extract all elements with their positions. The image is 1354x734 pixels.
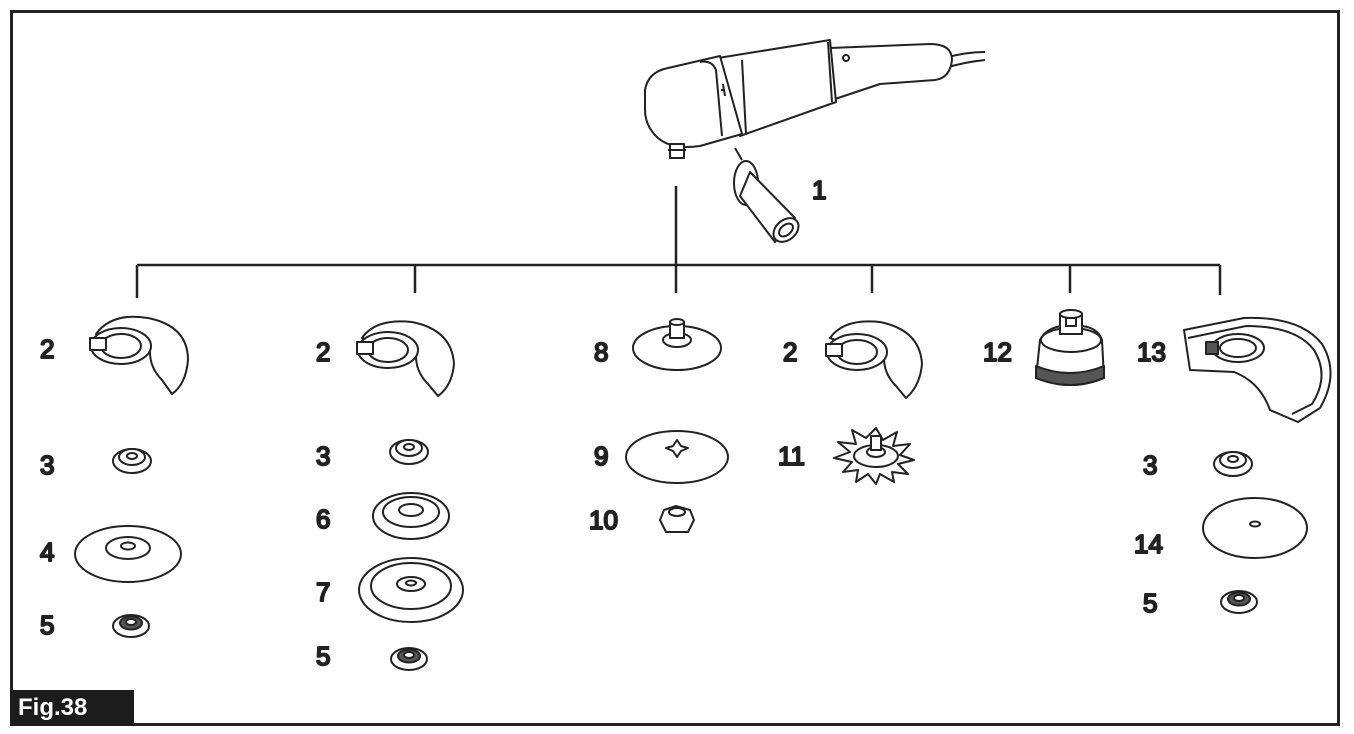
- abrasive-disc-sander: [625, 430, 729, 484]
- depressed-center-wheel: [74, 525, 182, 583]
- wire-wheel: [833, 427, 915, 485]
- label-depressed-center-wheel: 4: [40, 537, 54, 567]
- wheel-guard: [825, 320, 923, 399]
- side-grip: [733, 160, 800, 243]
- lock-nut: [112, 614, 150, 638]
- label-inner-flange: 3: [1143, 450, 1157, 480]
- label-wheel-guard: 2: [783, 337, 797, 367]
- label-lock-nut-sander: 10: [589, 505, 618, 535]
- cut-off-wheel-guard: [1183, 316, 1332, 423]
- label-cut-off-wheel: 14: [1134, 529, 1163, 559]
- lock-nut: [390, 647, 428, 671]
- label-inner-flange: 3: [40, 450, 54, 480]
- lock-nut-sander: [659, 505, 695, 533]
- cut-off-wheel: [1202, 497, 1308, 559]
- wire-cup-brush: [1035, 309, 1105, 386]
- label-wheel-guard: 2: [316, 337, 330, 367]
- inner-flange: [389, 439, 429, 465]
- label-lock-nut: 5: [40, 610, 54, 640]
- abrasive-disc: [358, 557, 464, 623]
- label-wire-cup-brush: 12: [983, 337, 1012, 367]
- label-wheel-guard: 2: [40, 334, 54, 364]
- label-lock-nut: 5: [1143, 588, 1157, 618]
- inner-flange: [112, 448, 152, 474]
- label-wire-wheel: 11: [778, 441, 805, 471]
- label-side-grip: 1: [812, 175, 826, 205]
- wheel-guard: [356, 320, 455, 397]
- angle-grinder-body: [644, 39, 986, 161]
- label-lock-nut: 5: [316, 641, 330, 671]
- label-abrasive-disc: 7: [316, 577, 330, 607]
- rubber-pad: [372, 492, 450, 540]
- inner-flange: [1213, 451, 1253, 477]
- label-cut-off-wheel-guard: 13: [1137, 337, 1166, 367]
- label-rubber-pad-sander: 8: [594, 337, 608, 367]
- wheel-guard: [89, 315, 189, 395]
- label-inner-flange: 3: [316, 441, 330, 471]
- label-abrasive-disc-sander: 9: [594, 441, 608, 471]
- figure-label: Fig.38: [10, 690, 134, 726]
- rubber-pad-sander: [632, 318, 722, 371]
- label-rubber-pad: 6: [316, 504, 330, 534]
- lock-nut: [1220, 590, 1258, 614]
- connector-tree: [135, 186, 1222, 298]
